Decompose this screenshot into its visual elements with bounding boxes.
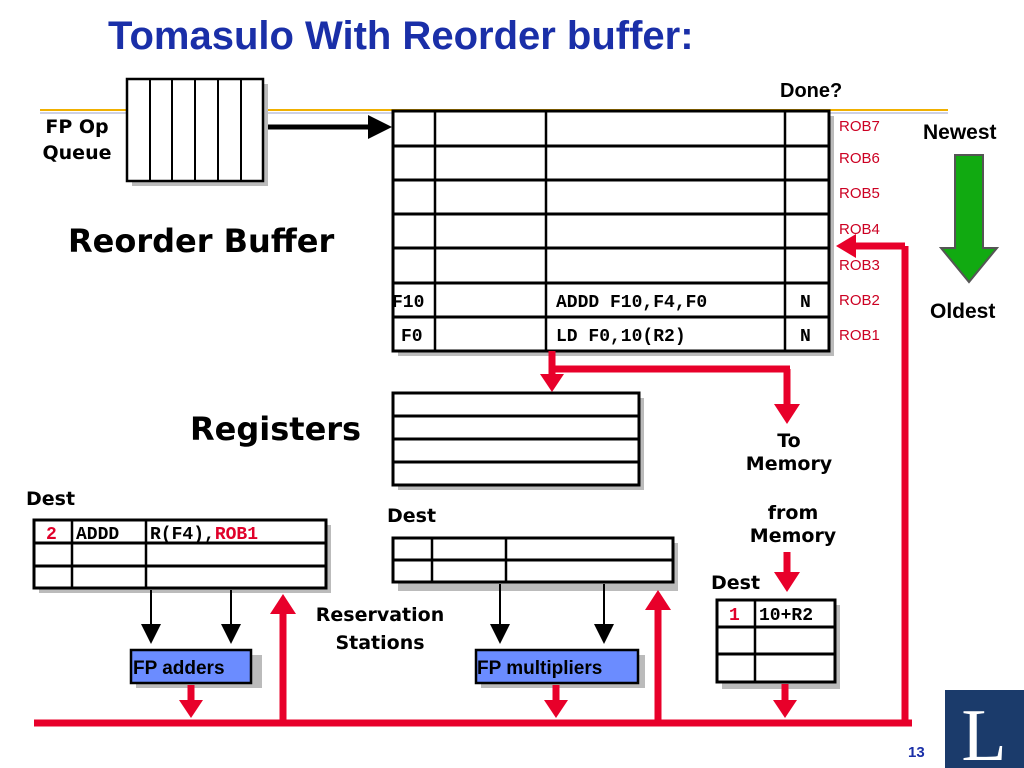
adder-reservation-station	[32, 518, 331, 593]
logo-letter: L	[961, 695, 1006, 768]
fp-op-queue-label: FP Op Queue	[36, 114, 118, 166]
rob4-label: ROB4	[839, 221, 880, 238]
adder-rs-op: ADDD	[76, 525, 119, 545]
fp-adders-unit	[129, 648, 253, 685]
rob1-label: ROB1	[839, 327, 880, 344]
page-number: 13	[908, 744, 925, 761]
rob1-dest: F0	[401, 327, 423, 347]
reservation-stations-label: Reservation Stations	[300, 601, 460, 657]
register-file-table	[391, 391, 644, 490]
adder-rs-dest-label: Dest	[26, 488, 76, 510]
to-registers-arrowhead	[540, 374, 564, 392]
load-buffer-table	[715, 598, 840, 689]
cdb-to-rob-arrowhead	[836, 234, 856, 258]
mult-reservation-station	[391, 536, 678, 591]
fp-multipliers-unit	[474, 648, 640, 685]
registers-label: Registers	[190, 410, 362, 448]
reservation-stations-label-line1: Reservation	[315, 604, 445, 626]
reorder-buffer-table	[391, 109, 834, 356]
mult-to-bus-arrowhead	[544, 700, 568, 718]
slide-title: Tomasulo With Reorder buffer:	[108, 14, 694, 58]
rob3-label: ROB3	[839, 257, 880, 274]
rob2-label: ROB2	[839, 292, 880, 309]
load-buffer-addr: 10+R2	[759, 606, 813, 626]
to-memory-arrowhead	[774, 404, 800, 424]
mult-rs-dest-label: Dest	[387, 505, 437, 527]
reorder-buffer-label: Reorder Buffer	[68, 222, 335, 260]
fp-op-queue	[125, 77, 268, 186]
rob5-label: ROB5	[839, 185, 880, 202]
fp-multipliers-label: FP multipliers	[477, 658, 602, 679]
newest-label: Newest	[923, 121, 997, 144]
from-memory-label: from Memory	[734, 502, 852, 548]
load-to-bus-arrowhead	[773, 700, 797, 718]
oldest-label: Oldest	[930, 300, 996, 323]
rob1-done: N	[800, 327, 811, 347]
done-column-header: Done?	[780, 80, 843, 102]
bus-to-adder-rs-arrowhead	[270, 594, 296, 614]
to-memory-label-line1: To	[777, 430, 801, 452]
university-logo	[945, 690, 1024, 768]
adders-to-bus-arrowhead	[179, 700, 203, 718]
rob2-dest: F10	[392, 293, 424, 313]
fp-adders-label: FP adders	[133, 658, 225, 679]
load-buffer-dest: 1	[729, 606, 740, 626]
queue-to-rob-arrowhead	[368, 115, 392, 139]
rob1-instruction: LD F0,10(R2)	[556, 327, 686, 347]
from-memory-label-line1: from	[767, 502, 819, 524]
reservation-stations-label-line2: Stations	[335, 632, 425, 654]
fp-op-queue-label-line1: FP Op	[45, 116, 109, 138]
adder-rs-operands: R(F4),ROB1	[150, 525, 258, 545]
load-buffer-dest-label: Dest	[711, 572, 761, 594]
adder-rs-dest: 2	[46, 525, 57, 545]
newest-to-oldest-arrow	[938, 154, 1000, 284]
from-memory-arrowhead	[774, 572, 800, 592]
bus-to-mult-rs-arrowhead	[645, 590, 671, 610]
rob2-instruction: ADDD F10,F4,F0	[556, 293, 707, 313]
to-memory-label-line2: Memory	[745, 453, 833, 475]
fp-op-queue-label-line2: Queue	[42, 142, 112, 164]
to-memory-label: To Memory	[730, 430, 848, 476]
rob6-label: ROB6	[839, 150, 880, 167]
rob7-label: ROB7	[839, 118, 880, 135]
from-memory-label-line2: Memory	[749, 525, 837, 547]
rob2-done: N	[800, 293, 811, 313]
